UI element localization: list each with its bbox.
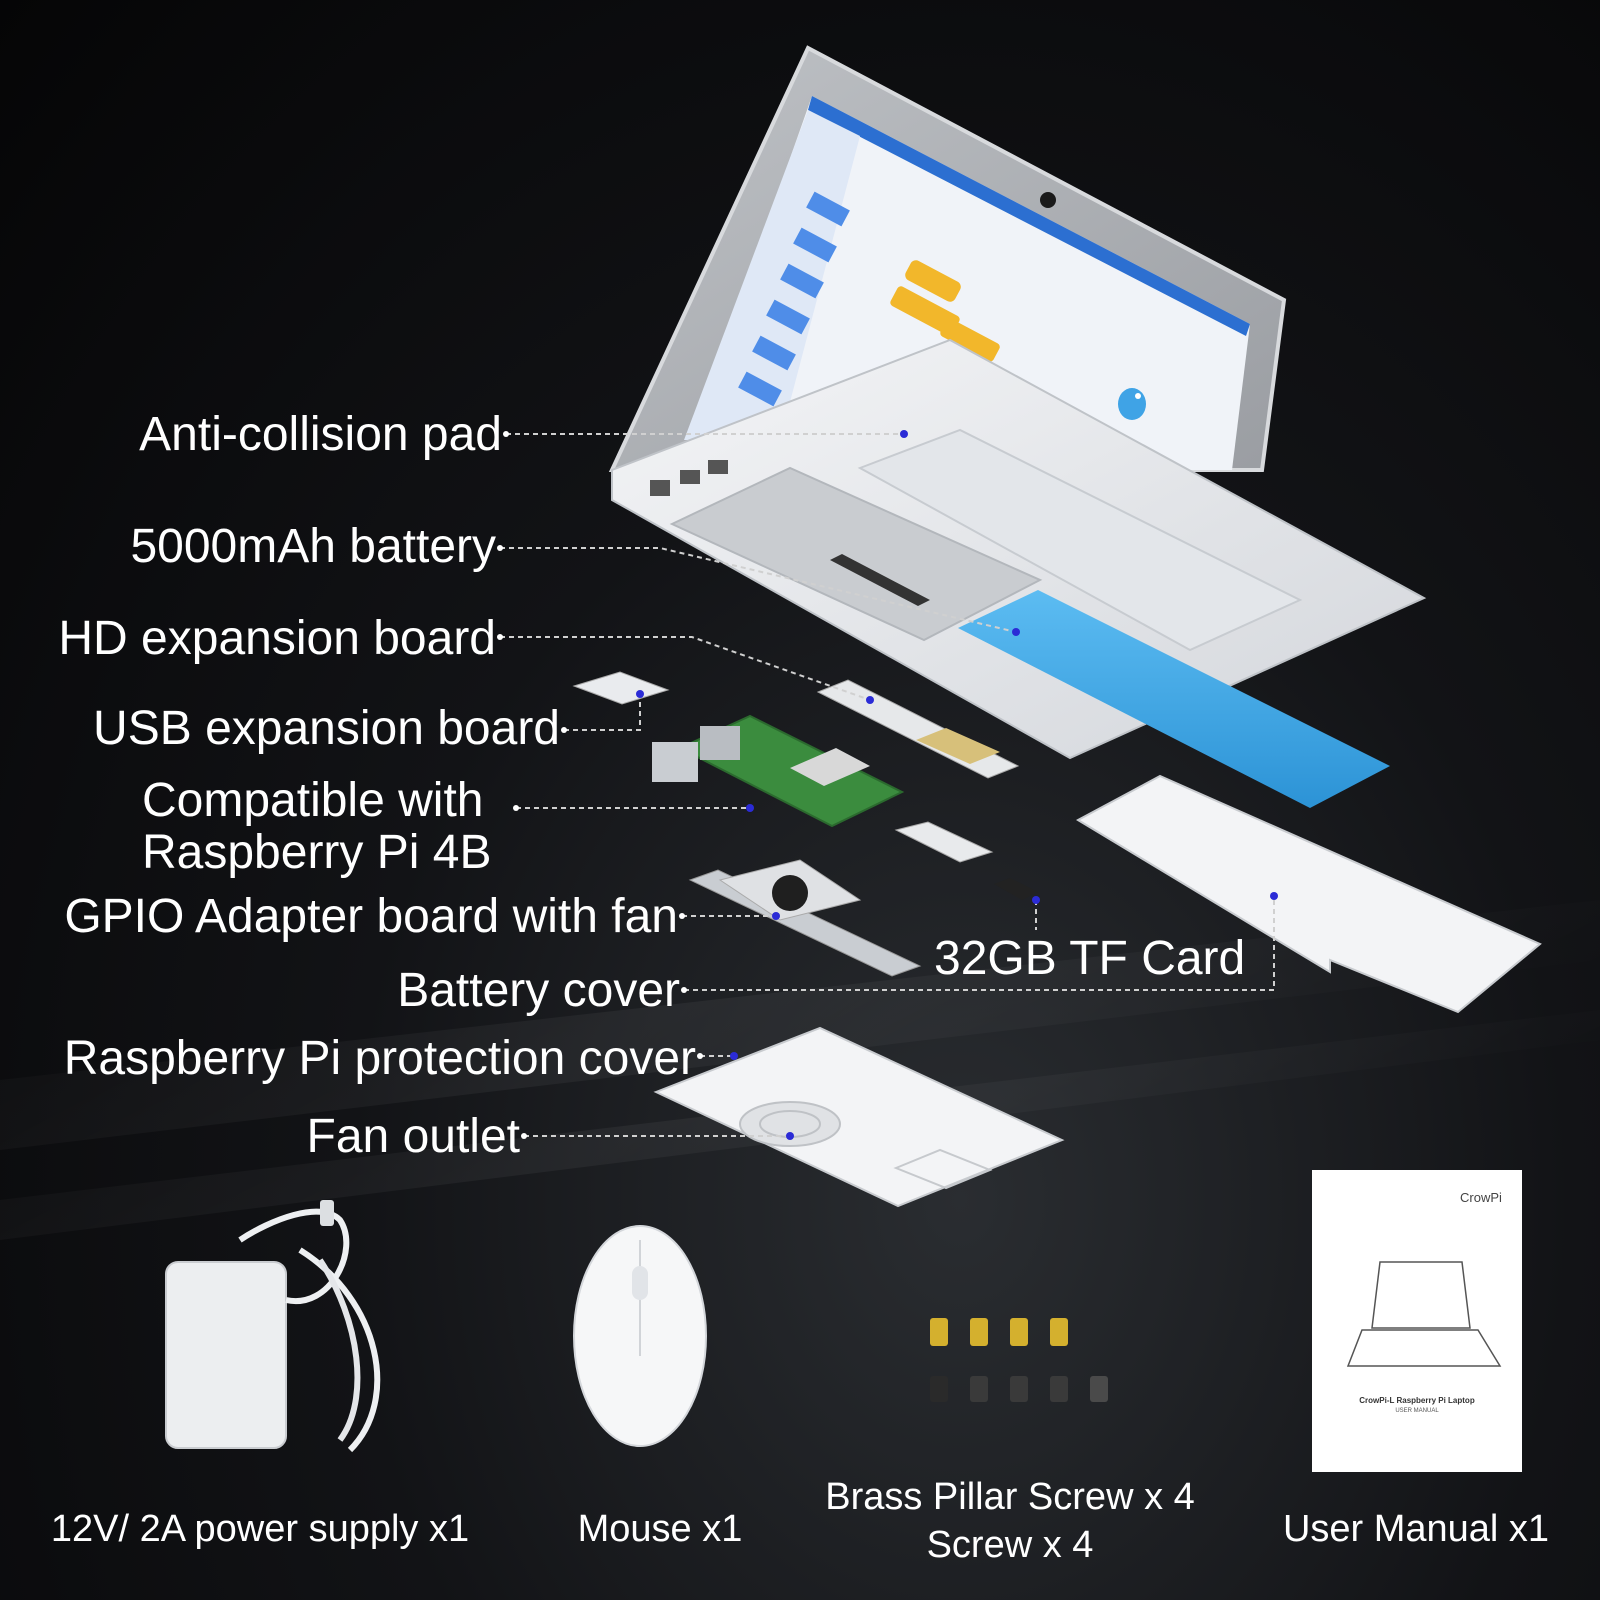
protection-cover bbox=[653, 1026, 1065, 1208]
label-hd-expansion-board: HD expansion board bbox=[58, 612, 496, 665]
caption-screws-line2: Screw x 4 bbox=[926, 1524, 1094, 1566]
label-gpio-adapter: GPIO Adapter board with fan bbox=[64, 890, 678, 943]
caption-user-manual: User Manual x1 bbox=[1282, 1508, 1550, 1550]
screws-image bbox=[930, 1318, 1108, 1402]
usb-expansion-board bbox=[572, 671, 670, 705]
gpio-adapter-board bbox=[688, 859, 922, 977]
callout-lines bbox=[500, 433, 1275, 1137]
raspberry-pi-board bbox=[652, 714, 905, 828]
hdmi-adapter bbox=[894, 821, 994, 863]
label-usb-expansion-board: USB expansion board bbox=[93, 702, 560, 755]
label-tf-card: 32GB TF Card bbox=[934, 932, 1246, 985]
manual-title: CrowPi-L Raspberry Pi Laptop bbox=[1359, 1396, 1475, 1405]
manual-brand: CrowPi bbox=[1460, 1190, 1502, 1205]
mouse-image bbox=[573, 1225, 707, 1447]
label-protection-cover: Raspberry Pi protection cover bbox=[63, 1032, 696, 1085]
tf-card bbox=[994, 878, 1038, 900]
hd-expansion-board bbox=[816, 679, 1020, 779]
manual-subtitle: USER MANUAL bbox=[1395, 1408, 1439, 1414]
label-compatible-line1: Compatible with bbox=[142, 774, 484, 827]
label-battery: 5000mAh battery bbox=[130, 520, 496, 573]
caption-mouse: Mouse x1 bbox=[577, 1508, 743, 1550]
user-manual-image bbox=[1312, 1170, 1522, 1472]
power-supply-image bbox=[165, 1200, 381, 1453]
label-battery-cover: Battery cover bbox=[397, 964, 680, 1017]
caption-power-supply: 12V/ 2A power supply x1 bbox=[50, 1508, 470, 1550]
label-compatible-line2: Raspberry Pi 4B bbox=[142, 826, 492, 879]
laptop bbox=[608, 45, 1427, 760]
battery bbox=[958, 590, 1390, 808]
pointer-dots bbox=[497, 430, 1278, 1140]
label-fan-outlet: Fan outlet bbox=[306, 1110, 520, 1163]
caption-screws-line1: Brass Pillar Screw x 4 bbox=[825, 1476, 1195, 1518]
battery-cover bbox=[1075, 774, 1542, 1014]
label-anti-collision-pad: Anti-collision pad bbox=[139, 408, 502, 461]
